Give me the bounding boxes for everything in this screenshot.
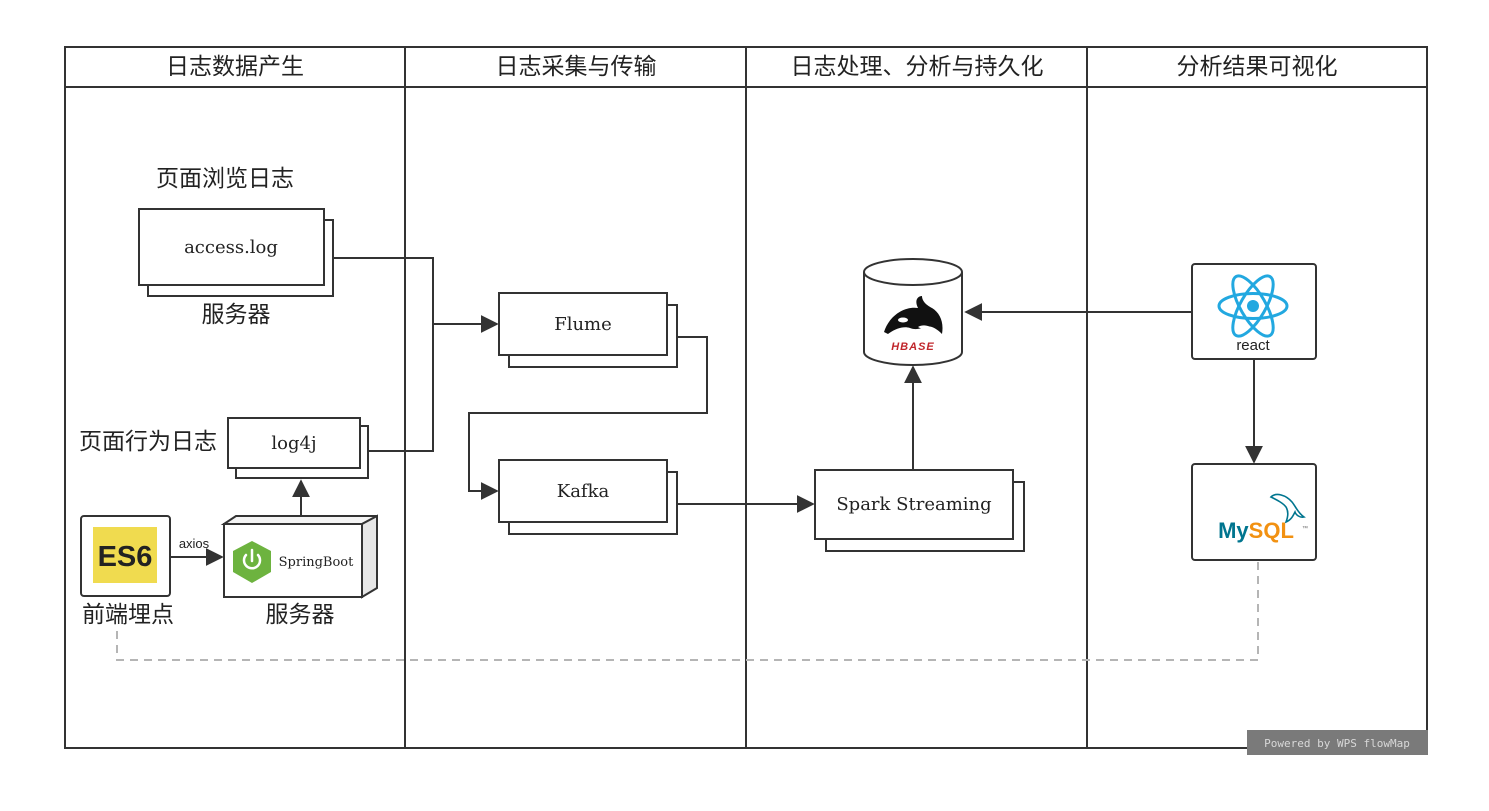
mysql-label: MySQL xyxy=(1218,518,1294,543)
mysql-trademark: ™ xyxy=(1302,525,1308,532)
react-label: react xyxy=(1236,337,1270,354)
watermark-badge: Powered by WPS flowMap xyxy=(1247,730,1428,755)
access-log-label: access.log xyxy=(184,237,278,258)
kafka-node[interactable]: Kafka xyxy=(498,459,678,535)
watermark-text: Powered by WPS flowMap xyxy=(1264,737,1410,750)
log4j-node[interactable]: log4j xyxy=(227,417,369,479)
edge-label-axios: axios xyxy=(179,536,210,551)
es6-caption: 前端埋点 xyxy=(82,602,174,628)
es6-label: ES6 xyxy=(98,541,153,573)
edges xyxy=(116,257,1263,661)
edge-flume-to-kafka xyxy=(468,336,708,500)
lane-title-collection: 日志采集与传输 xyxy=(496,54,657,80)
es6-badge xyxy=(93,527,157,583)
lane-title-processing: 日志处理、分析与持久化 xyxy=(791,54,1044,80)
springboot-logo-icon xyxy=(233,541,271,583)
edge-mysql-to-frontend-dashed xyxy=(116,562,1259,661)
swimlane-frame xyxy=(64,46,1428,749)
springboot-label: SpringBoot xyxy=(279,555,355,570)
mysql-label-my: My xyxy=(1218,518,1249,543)
kafka-label: Kafka xyxy=(557,481,610,502)
lane-title-visualization: 分析结果可视化 xyxy=(1177,54,1338,80)
springboot-node[interactable]: SpringBoot xyxy=(220,514,378,599)
log4j-caption-left: 页面行为日志 xyxy=(79,429,217,455)
spark-streaming-label: Spark Streaming xyxy=(836,494,991,515)
edge-log4j-to-flume xyxy=(368,324,434,452)
mysql-node[interactable]: MySQL ™ xyxy=(1191,463,1317,561)
flume-label: Flume xyxy=(554,314,612,335)
spark-streaming-node[interactable]: Spark Streaming xyxy=(814,469,1025,552)
react-atom-icon xyxy=(1217,274,1289,338)
dolphin-icon xyxy=(1269,493,1306,524)
orca-icon xyxy=(884,296,943,334)
react-node[interactable]: react xyxy=(1191,263,1317,360)
access-log-caption-top: 页面浏览日志 xyxy=(156,166,294,192)
access-log-caption-bottom: 服务器 xyxy=(202,302,271,328)
springboot-caption: 服务器 xyxy=(266,602,335,628)
access-log-node[interactable]: access.log xyxy=(138,208,334,297)
hbase-node[interactable]: HBASE xyxy=(863,258,963,366)
edge-access-log-to-flume xyxy=(333,257,499,333)
flume-node[interactable]: Flume xyxy=(498,292,678,368)
hbase-label: HBASE xyxy=(891,341,935,353)
lane-title-generation: 日志数据产生 xyxy=(166,54,304,80)
es6-node[interactable]: ES6 xyxy=(80,515,171,597)
mysql-label-sql: SQL xyxy=(1249,518,1294,543)
log4j-label: log4j xyxy=(271,433,316,454)
